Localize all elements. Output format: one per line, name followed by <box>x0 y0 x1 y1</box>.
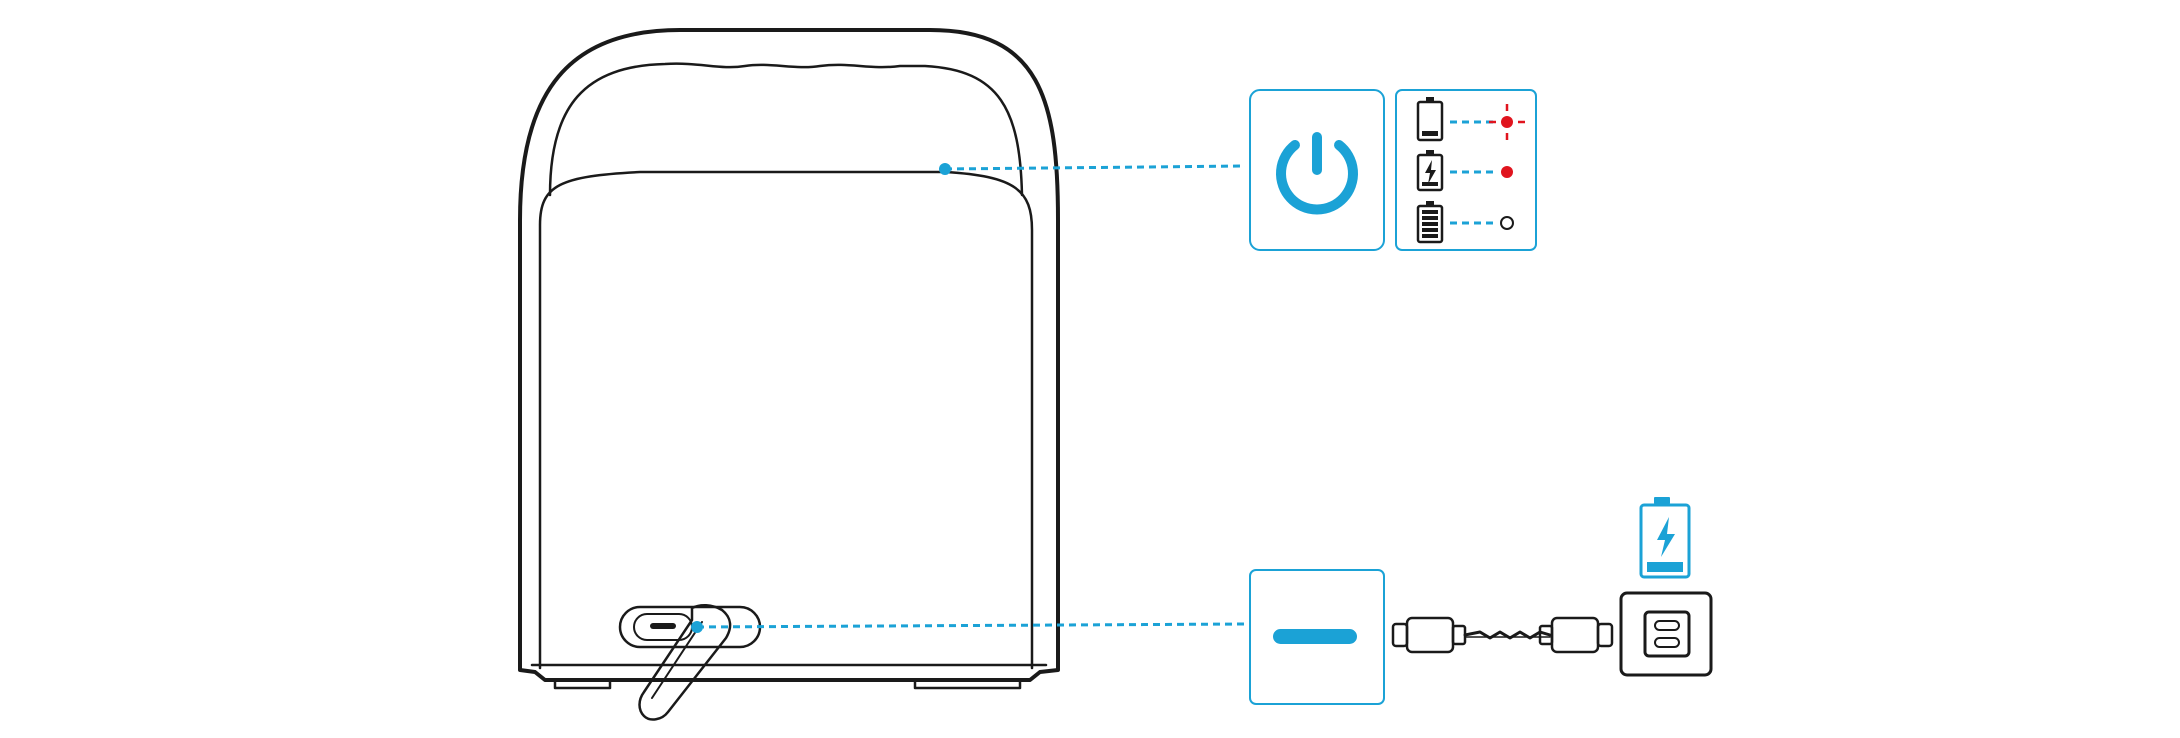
power-callout <box>1249 89 1537 251</box>
charging-callout <box>1249 497 1713 705</box>
power-leader-dot <box>939 163 951 175</box>
power-button-box <box>1249 89 1385 251</box>
battery-low-icon <box>1416 97 1444 142</box>
kickstand-icon <box>638 604 732 721</box>
battery-charging-icon <box>1416 150 1444 192</box>
kickstand-edge <box>651 621 703 699</box>
device-outline <box>518 28 1060 682</box>
device-panel <box>538 170 1034 670</box>
speaker-device <box>518 28 1060 721</box>
port-leader-dot <box>691 621 703 633</box>
battery-full-icon <box>1416 201 1444 244</box>
power-icon <box>1276 132 1358 215</box>
usb-c-port-icon <box>1273 629 1357 644</box>
port-box <box>1249 569 1385 705</box>
power-leader-line <box>944 164 1246 171</box>
battery-charging-icon <box>1639 497 1691 579</box>
carry-handle-icon <box>548 62 1024 197</box>
led-flashing-red-icon <box>1489 104 1525 140</box>
wall-charger-icon <box>1619 591 1713 677</box>
led-off-icon <box>1500 216 1514 230</box>
led-solid-red-icon <box>1501 166 1513 178</box>
led-status-box <box>1395 89 1537 251</box>
leader-lines <box>691 163 1246 633</box>
device-base <box>530 663 1048 690</box>
port-leader-line <box>696 622 1246 629</box>
usb-c-to-usb-c-cable-icon <box>1391 616 1614 654</box>
usb-c-port-icon <box>650 623 676 629</box>
